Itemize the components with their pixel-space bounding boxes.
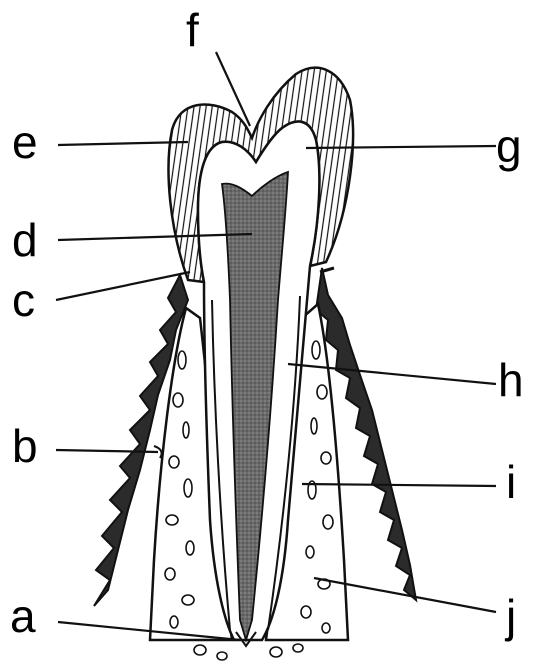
label-d: d: [12, 214, 38, 266]
label-h: h: [498, 354, 524, 406]
label-g: g: [496, 120, 522, 172]
label-i: i: [506, 456, 516, 508]
label-j: j: [504, 590, 516, 642]
label-e: e: [12, 116, 38, 168]
label-a: a: [10, 590, 36, 642]
label-b: b: [12, 420, 38, 472]
label-c: c: [12, 274, 35, 326]
label-f: f: [186, 4, 199, 56]
